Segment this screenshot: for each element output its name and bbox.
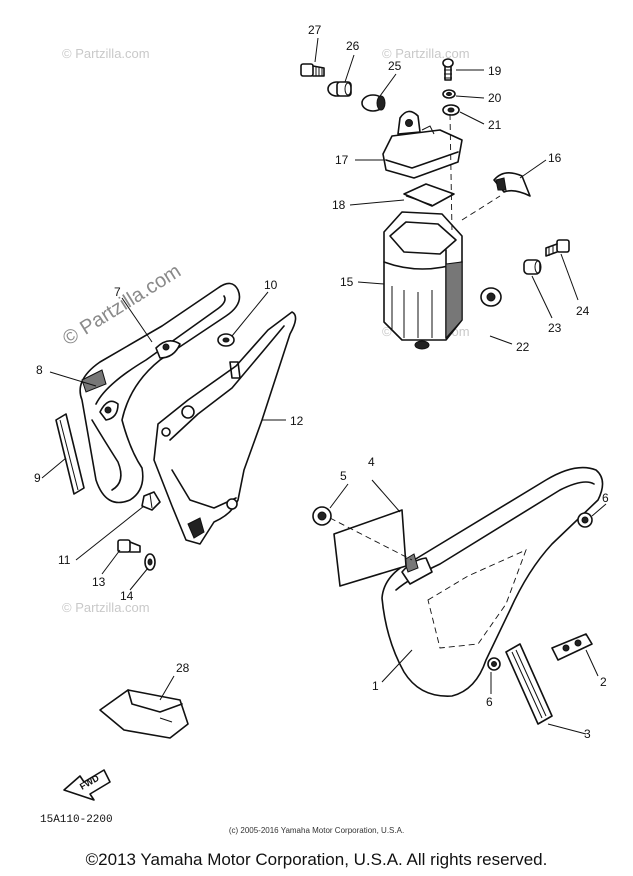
- callout-20: 20: [488, 91, 502, 105]
- part-23-collar: [523, 259, 542, 275]
- part-28-plate: [99, 689, 189, 739]
- part-1-side-cover-right: [381, 466, 604, 697]
- part-22-damper: [480, 287, 502, 307]
- callout-10: 10: [264, 278, 278, 292]
- part-11-nut: [141, 491, 161, 511]
- callout-24: 24: [576, 304, 590, 318]
- part-26-collar: [327, 81, 352, 97]
- part-20-washer: [442, 89, 456, 99]
- part-6-grommet-lower: [487, 657, 501, 671]
- fwd-arrow: FWD: [63, 769, 111, 801]
- callout-12: 12: [290, 414, 304, 428]
- callout-5: 5: [340, 469, 347, 483]
- watermark-top-right: © Partzilla.com: [382, 46, 470, 61]
- callout-13: 13: [92, 575, 106, 589]
- part-15-battery: [383, 211, 463, 350]
- callout-23: 23: [548, 321, 562, 335]
- part-6-grommet-upper: [577, 512, 593, 528]
- callout-9: 9: [34, 471, 41, 485]
- callout-6-lower: 6: [486, 695, 493, 709]
- part-25-grommet: [361, 94, 386, 112]
- callout-17: 17: [335, 153, 349, 167]
- callout-11: 11: [58, 553, 71, 567]
- callout-21: 21: [488, 118, 502, 132]
- part-5-grommet: [312, 506, 332, 526]
- part-12-inner-bracket: [153, 311, 297, 545]
- callout-16: 16: [548, 151, 562, 165]
- part-13-bolt: [117, 539, 141, 553]
- callout-18: 18: [332, 198, 346, 212]
- callout-14: 14: [120, 589, 134, 603]
- callout-8: 8: [36, 363, 43, 377]
- callout-25: 25: [388, 59, 402, 73]
- part-3-strip: [505, 643, 553, 725]
- part-21-washer: [442, 104, 460, 116]
- part-17-battery-cover: [382, 110, 463, 179]
- callout-28: 28: [176, 661, 190, 675]
- callout-15: 15: [340, 275, 354, 289]
- callout-7: 7: [114, 285, 121, 299]
- callout-27: 27: [308, 23, 322, 37]
- callout-2: 2: [600, 675, 607, 689]
- callout-6-upper: 6: [602, 491, 609, 505]
- callout-26: 26: [346, 39, 360, 53]
- callout-4: 4: [368, 455, 375, 469]
- main-copyright: ©2013 Yamaha Motor Corporation, U.S.A. A…: [85, 850, 548, 869]
- part-10-grommet: [217, 333, 241, 379]
- callout-22: 22: [516, 340, 530, 354]
- part-18-pad: [403, 183, 455, 207]
- watermark-top-left: © Partzilla.com: [62, 46, 150, 61]
- part-24-bolt: [545, 239, 570, 257]
- part-2-emblem: [551, 633, 593, 661]
- part-8-emblem: [81, 369, 107, 393]
- diagram-reference-code: 15A110-2200: [40, 814, 113, 826]
- part-9-seal: [55, 413, 85, 495]
- part-19-screw: [442, 58, 454, 81]
- callout-numbers: 27 26 25 19 20 21 17 16 18 15 22 23 24 7…: [34, 23, 609, 741]
- callout-19: 19: [488, 64, 502, 78]
- callout-3: 3: [584, 727, 591, 741]
- part-7-cover-left: [79, 282, 241, 504]
- part-27-bolt: [300, 63, 325, 77]
- part-16-strap: [493, 172, 531, 197]
- part-14-washer: [144, 553, 156, 571]
- watermark-mid-left: © Partzilla.com: [62, 600, 150, 615]
- small-copyright: (c) 2005-2016 Yamaha Motor Corporation, …: [228, 826, 405, 835]
- leader-lines: [41, 37, 607, 735]
- callout-1: 1: [372, 679, 379, 693]
